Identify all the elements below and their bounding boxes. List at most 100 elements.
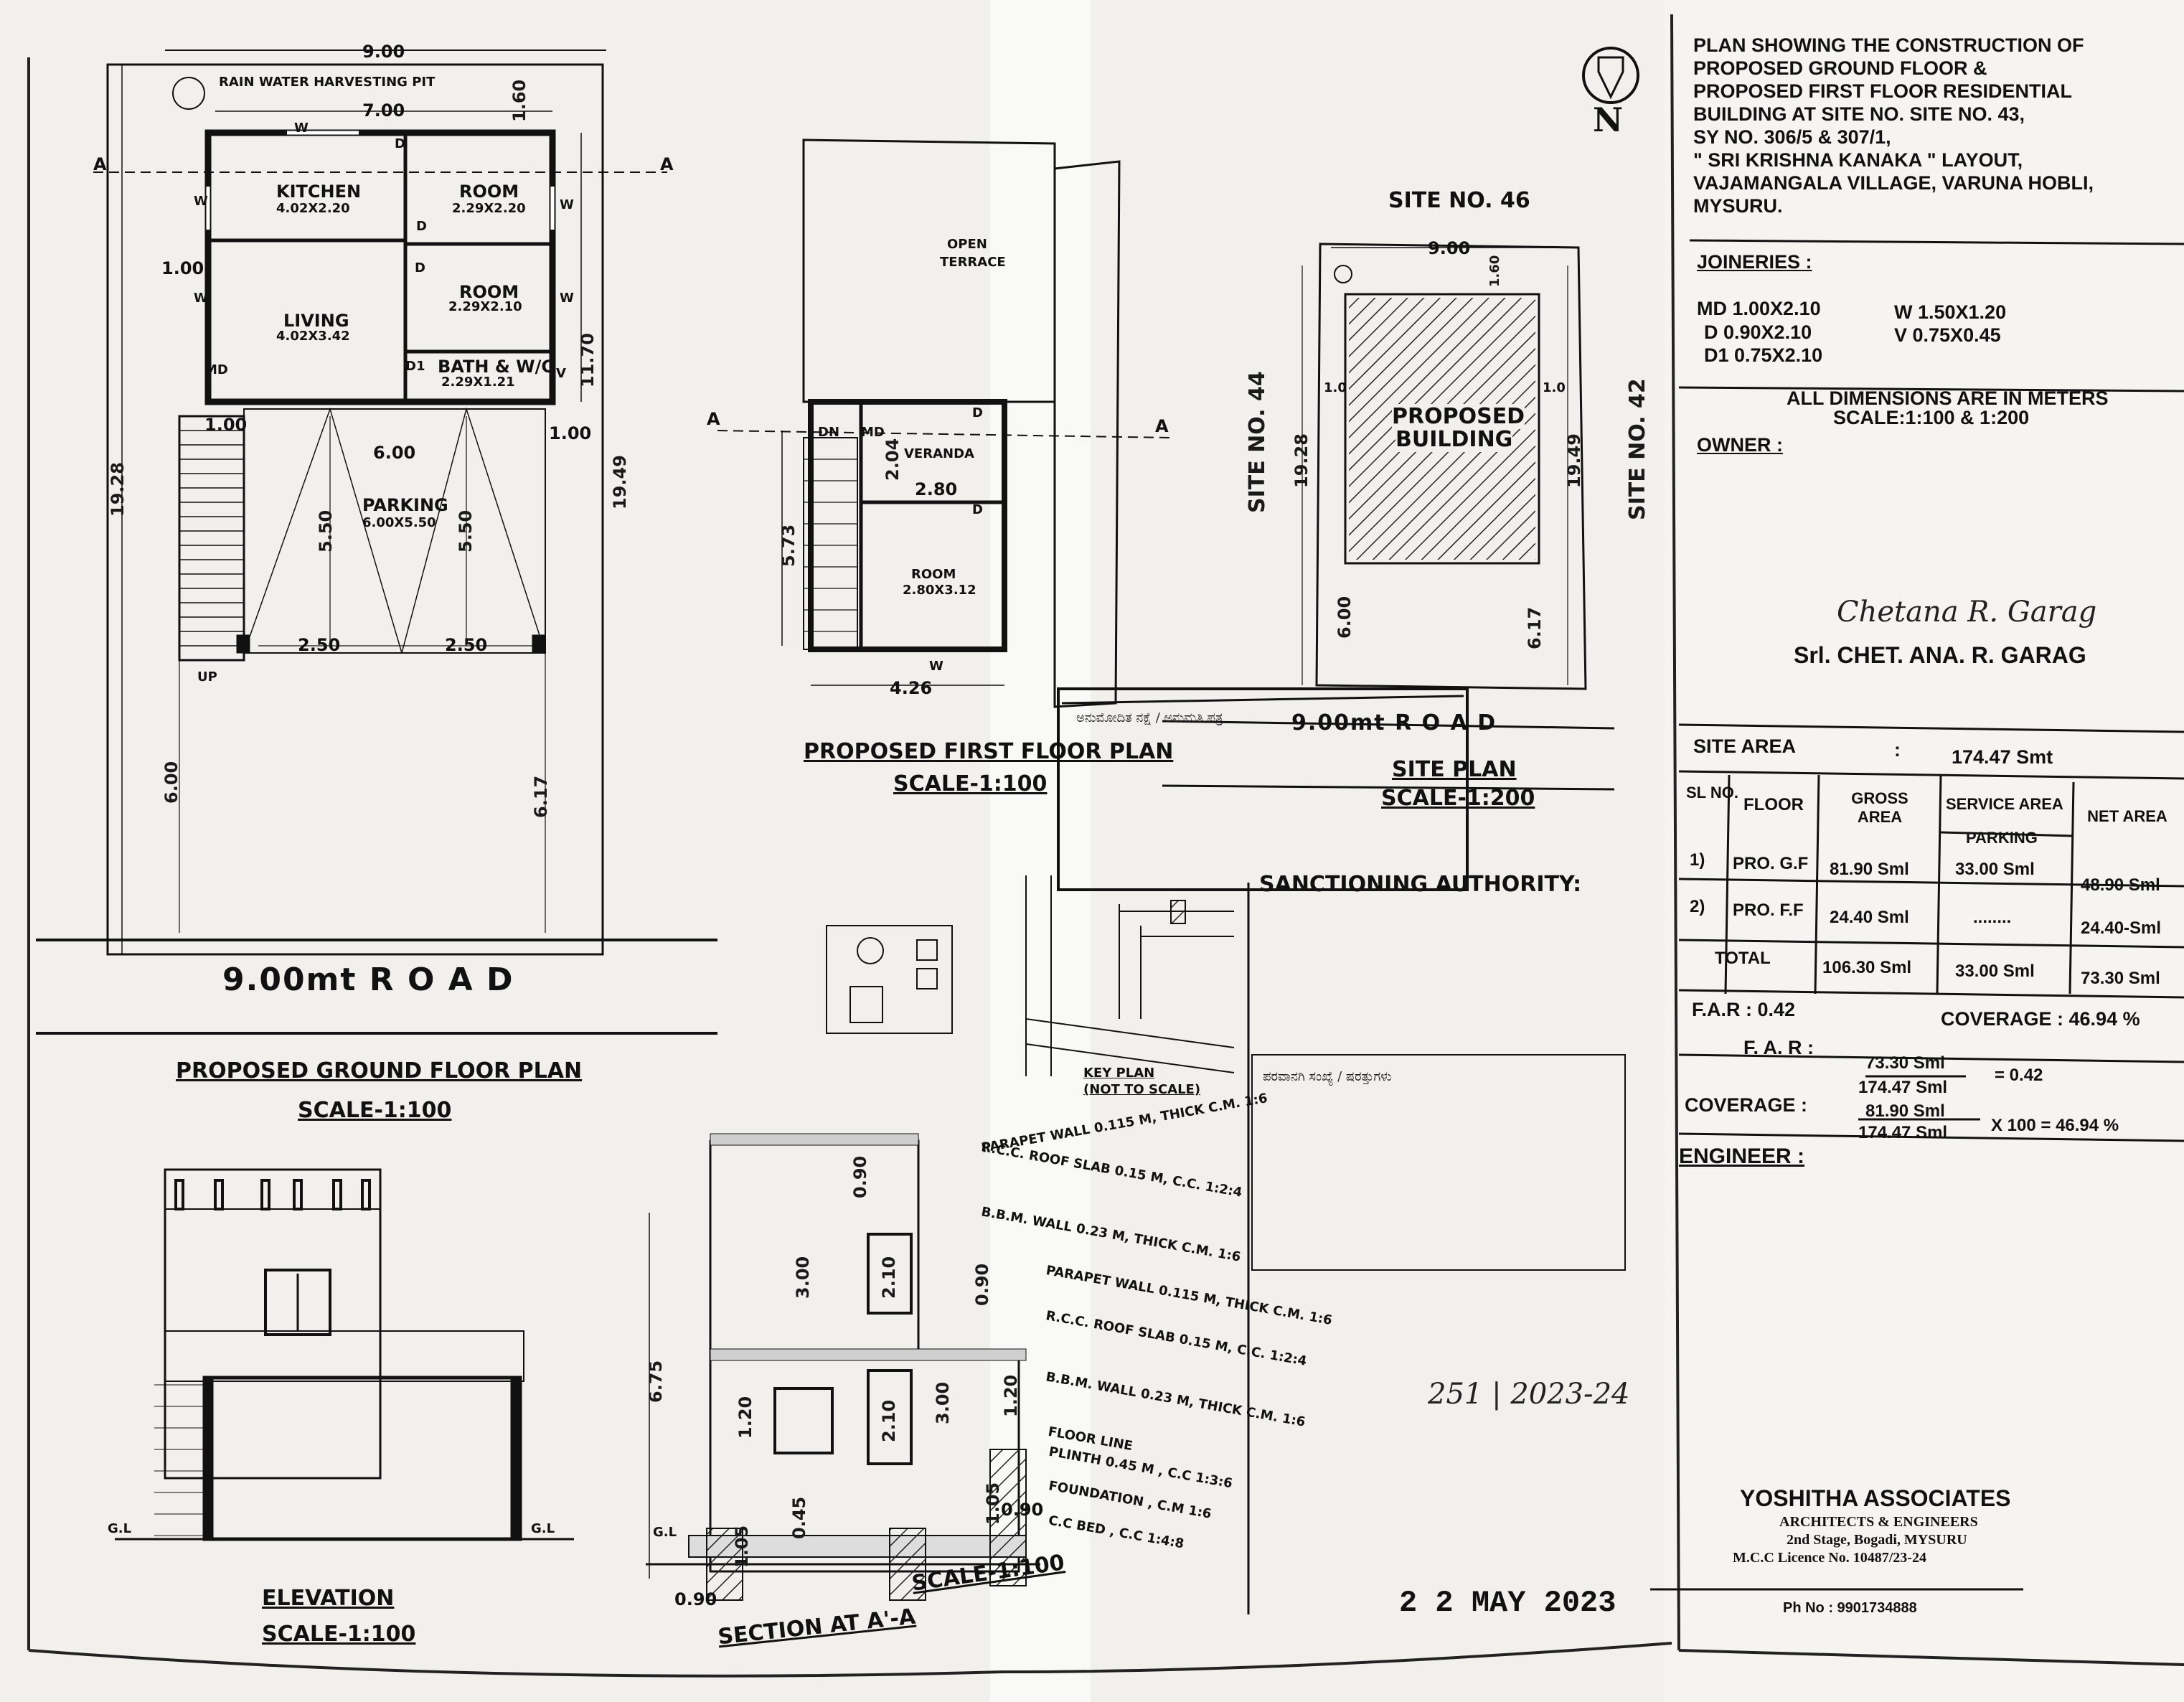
- far-numerator: 73.30 Sml: [1865, 1053, 1945, 1073]
- elevation-title: ELEVATION: [262, 1586, 395, 1611]
- coverage-numerator: 81.90 Sml: [1865, 1101, 1945, 1121]
- coverage-result: X 100 = 46.94 %: [1991, 1116, 2119, 1135]
- site-area-label: SITE AREA: [1693, 735, 1797, 757]
- section-gl: G.L: [653, 1525, 677, 1540]
- ff-dim-room-width: 2.80: [915, 479, 958, 499]
- sanction-permit-number: 251 | 2023-24: [1428, 1378, 1630, 1411]
- room-2-size: 2.29X2.10: [448, 299, 522, 314]
- table-header-gross-area: GROSS AREA: [1851, 789, 1908, 826]
- room-bath-size: 2.29X1.21: [441, 375, 515, 390]
- table-row-2-net: 24.40-Sml: [2081, 918, 2162, 938]
- dimensions-note: ALL DIMENSIONS ARE IN METERS: [1787, 387, 2109, 409]
- title-line-4: BUILDING AT SITE NO. SITE NO. 43,: [1693, 103, 2025, 125]
- coverage-denominator: 174.47 Sml: [1858, 1123, 1948, 1142]
- room-1-size: 2.29X2.20: [452, 201, 526, 216]
- scale-note: SCALE:1:100 & 1:200: [1833, 407, 2030, 428]
- gf-plan-scale: SCALE-1:100: [298, 1098, 452, 1123]
- ff-room-name: ROOM: [911, 567, 956, 582]
- title-line-8: MYSURU.: [1693, 195, 1783, 217]
- ff-mark-stair-down: DN: [818, 425, 840, 440]
- key-plan: [826, 875, 1235, 1076]
- ff-mark-window: W: [929, 659, 943, 674]
- elevation-drawing: [115, 1168, 574, 1541]
- far-result: = 0.42: [1995, 1066, 2043, 1085]
- ff-dim-width: 4.26: [890, 678, 933, 698]
- ff-mark-door-2: D: [972, 502, 983, 517]
- section-dim-gf-height: 3.00: [933, 1381, 953, 1424]
- section-dim-vent: 1.20: [1001, 1374, 1021, 1417]
- ff-dim-veranda: 2.04: [882, 438, 903, 481]
- coverage-calc-label: COVERAGE :: [1685, 1094, 1808, 1116]
- title-line-1: PLAN SHOWING THE CONSTRUCTION OF: [1693, 34, 2084, 56]
- ground-floor-plan: [36, 50, 717, 1035]
- room-living-name: LIVING: [283, 311, 349, 331]
- table-row-1-net: 48.90 Sml: [2081, 875, 2160, 895]
- site-area-value: 174.47 Smt: [1952, 746, 2053, 768]
- coverage-summary: COVERAGE : 46.94 %: [1941, 1008, 2140, 1030]
- gf-mark-stair-up: UP: [197, 669, 217, 685]
- gf-mark-door-room1: D: [416, 219, 427, 234]
- ff-plan-scale: SCALE-1:100: [893, 771, 1048, 796]
- site-building-label-2: BUILDING: [1395, 427, 1513, 452]
- owner-signature: Chetana R. Garag: [1837, 596, 2097, 629]
- section-dim-ff-height: 3.00: [793, 1256, 813, 1299]
- gf-mark-door-top: D: [395, 136, 405, 151]
- gf-mark-door-bath: D1: [405, 359, 425, 374]
- sanction-stamp-box: ಅನುಮೋದಿತ ನಕ್ಷೆ / ಅನುಮತಿ ಪತ್ರ: [1076, 710, 1223, 725]
- owner-name: Srl. CHET. ANA. R. GARAG: [1794, 642, 2086, 668]
- sheet-border: [27, 14, 2184, 1678]
- gf-section-mark-right: A: [660, 154, 674, 174]
- key-plan-subtitle: (NOT TO SCALE): [1083, 1082, 1201, 1097]
- gf-mark-window-room2: W: [560, 291, 574, 306]
- section-dim-window-sill: 1.20: [735, 1396, 756, 1439]
- elevation-gl-left: G.L: [108, 1521, 132, 1536]
- section-dim-footing-right: 0.90: [1001, 1500, 1044, 1520]
- key-plan-title: KEY PLAN: [1083, 1066, 1155, 1081]
- ff-veranda-label: VERANDA: [904, 446, 974, 461]
- ff-section-mark-right: A: [1155, 416, 1169, 436]
- joinery-d1: D1 0.75X2.10: [1704, 344, 1823, 366]
- north-arrow-label: N: [1593, 100, 1624, 139]
- table-row-2-sl: 2): [1690, 897, 1705, 916]
- gf-dim-building-width: 7.00: [362, 100, 405, 121]
- ff-open-terrace-line2: TERRACE: [940, 255, 1006, 270]
- ff-open-terrace-line1: OPEN: [947, 237, 987, 252]
- sanction-area: [1057, 687, 1626, 1614]
- far-summary: F.A.R : 0.42: [1692, 999, 1796, 1020]
- firm-line-3: M.C.C Licence No. 10487/23-24: [1733, 1550, 1926, 1566]
- table-row-1-parking: 33.00 Sml: [1955, 860, 2035, 879]
- section-dim-total-height: 6.75: [646, 1360, 666, 1403]
- gf-mark-window-living: W: [194, 291, 208, 306]
- table-row-2-floor: PRO. F.F: [1733, 901, 1804, 920]
- table-row-1-sl: 1): [1690, 850, 1705, 870]
- table-header-parking: PARKING: [1966, 829, 2038, 847]
- table-row-2-gross: 24.40 Sml: [1830, 908, 1909, 927]
- room-parking-size: 6.00X5.50: [362, 515, 436, 530]
- section-dim-plinth: 0.45: [789, 1496, 809, 1539]
- room-1-name: ROOM: [459, 182, 519, 202]
- site-building-label-1: PROPOSED: [1392, 404, 1525, 429]
- site-no-46-label: SITE NO. 46: [1388, 188, 1530, 213]
- gf-mark-window-kitchen: W: [194, 194, 208, 209]
- gf-section-mark-left: A: [93, 154, 107, 174]
- elevation-scale: SCALE-1:100: [262, 1622, 416, 1647]
- title-line-5: SY NO. 306/5 & 307/1,: [1693, 126, 1891, 148]
- gf-dim-left-setback: 1.00: [204, 415, 248, 435]
- table-row-3-gross: 106.30 Sml: [1822, 958, 1912, 977]
- joinery-w: W 1.50X1.20: [1894, 301, 2007, 323]
- table-row-1-floor: PRO. G.F: [1733, 854, 1809, 873]
- gf-dim-front-left: 6.00: [161, 761, 182, 804]
- section-dim-foundation: 1.05: [732, 1525, 752, 1568]
- far-calc-label: F. A. R :: [1743, 1037, 1814, 1058]
- site-dim-width: 9.00: [1428, 238, 1471, 258]
- section-dim-footing-left: 0.90: [674, 1589, 717, 1609]
- engineer-heading: ENGINEER :: [1679, 1144, 1805, 1168]
- owner-heading: OWNER :: [1697, 434, 1783, 456]
- ff-dim-length: 5.73: [778, 524, 799, 567]
- gf-dim-stair-offset: 1.00: [161, 258, 204, 278]
- firm-line-2: 2nd Stage, Bogadi, MYSURU: [1787, 1532, 1967, 1548]
- elevation-gl-right: G.L: [531, 1521, 555, 1536]
- table-row-3-floor: TOTAL: [1715, 949, 1771, 968]
- room-kitchen-name: KITCHEN: [276, 182, 362, 202]
- title-block-frame: [1650, 239, 2184, 1591]
